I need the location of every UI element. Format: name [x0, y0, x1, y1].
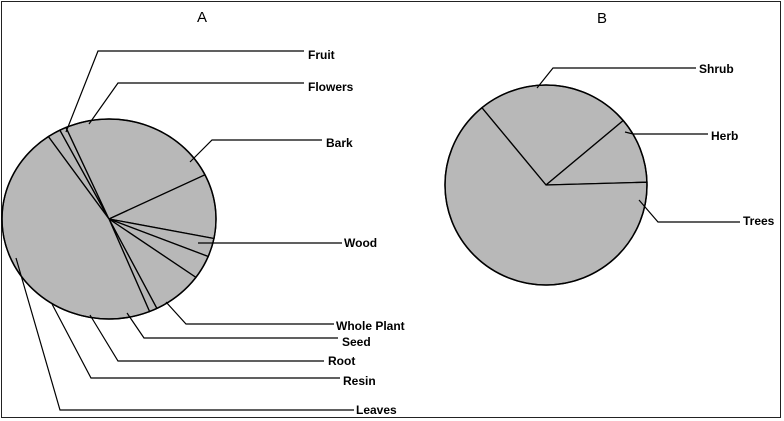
slice-label-trees: Trees [743, 214, 775, 228]
leader-line-seed [126, 312, 338, 339]
leader-line-bark [189, 139, 322, 163]
leader-line-leaves [15, 257, 354, 411]
leader-line-whole-plant [165, 301, 334, 325]
slice-label-herb: Herb [711, 129, 738, 143]
slice-label-leaves: Leaves [356, 403, 397, 417]
chart-b-title: B [597, 10, 607, 27]
slice-label-flowers: Flowers [308, 80, 354, 94]
leader-line-herb [624, 131, 708, 135]
slice-label-whole-plant: Whole Plant [336, 319, 405, 333]
leader-line-root [89, 314, 324, 362]
pie-outline [444, 84, 648, 286]
leader-line-resin [51, 303, 340, 379]
leader-line-shrub [536, 67, 696, 89]
leader-line-flowers [88, 82, 304, 125]
slice-label-root: Root [328, 354, 355, 368]
slice-label-seed: Seed [342, 335, 371, 349]
slice-label-fruit: Fruit [308, 48, 335, 62]
leader-line-trees [638, 199, 740, 223]
chart-a-title: A [197, 9, 207, 26]
slice-label-shrub: Shrub [699, 62, 734, 76]
slice-label-bark: Bark [326, 136, 353, 150]
slice-label-wood: Wood [344, 236, 377, 250]
leader-line-fruit [65, 50, 304, 133]
slice-label-resin: Resin [343, 374, 376, 388]
pie-outline [1, 118, 217, 320]
